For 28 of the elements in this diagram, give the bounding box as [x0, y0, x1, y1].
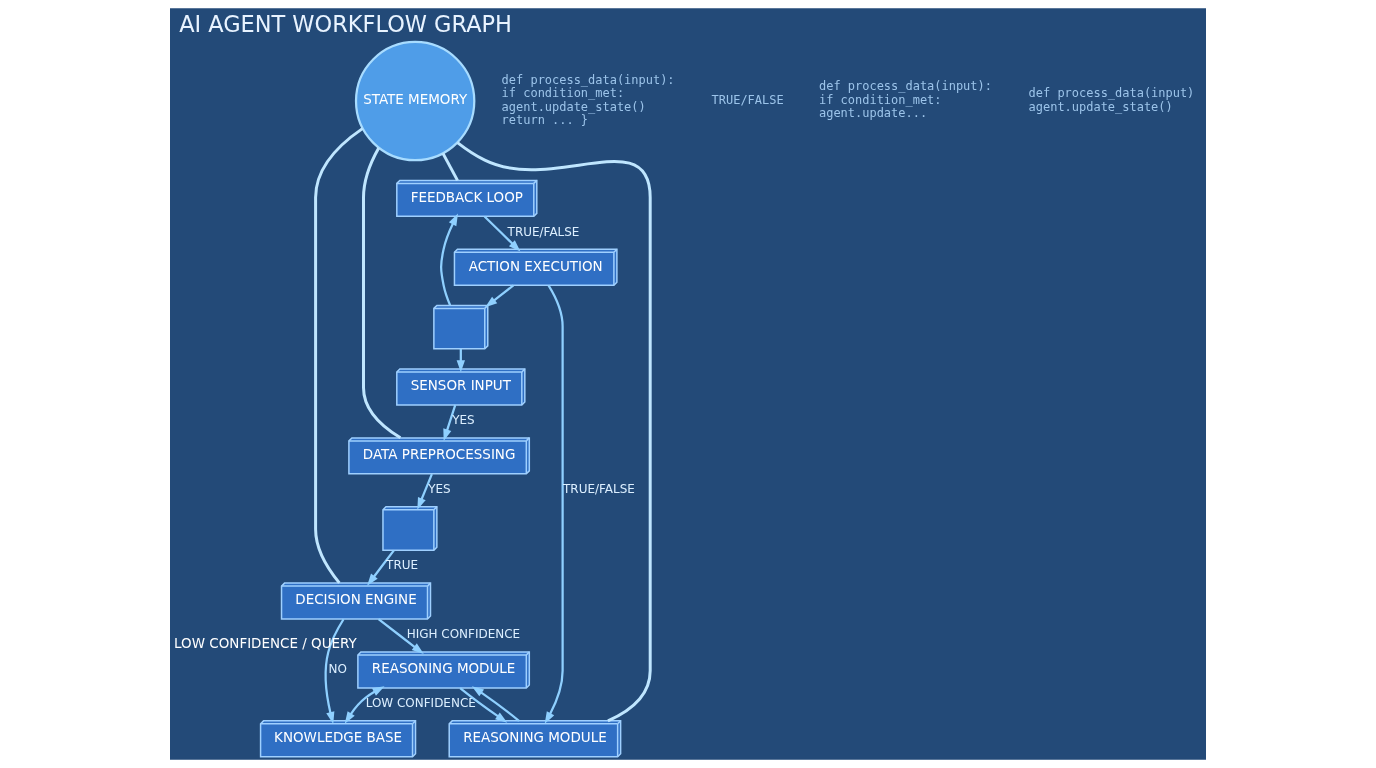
edge-label: YES: [452, 413, 475, 428]
edge-label: HIGH CONFIDENCE: [406, 627, 521, 642]
diagram-title: AI AGENT WORKFLOW GRAPH: [179, 11, 512, 38]
arrow: [544, 284, 564, 724]
edge-label: NO: [328, 661, 347, 676]
label: TRUE/FALSE: [711, 92, 784, 107]
arrow: [367, 549, 395, 586]
edge-label: TRUE: [386, 558, 419, 573]
label: def process_data(input) agent.update_state(): [1028, 86, 1195, 114]
connector: [441, 152, 459, 182]
edge-label: LOW CONFIDENCE: [365, 696, 476, 711]
arrow: [344, 686, 385, 724]
arrow: [483, 215, 521, 252]
arrow: [377, 618, 424, 654]
arrow: [459, 687, 508, 723]
arrow: [471, 686, 520, 722]
edge-label: TRUE/FALSE: [507, 224, 580, 239]
edge-label: YES: [428, 482, 451, 497]
arrow: [417, 473, 433, 510]
label: def process_data(input): if condition_met: agent.update_state() return ... }: [501, 72, 675, 128]
arrow: [440, 213, 458, 306]
connector: [314, 127, 364, 584]
arrow: [443, 404, 457, 442]
node-circle: STATE MEMORY: [354, 40, 476, 162]
label: def process_data(input): if condition_met: agent.update...: [819, 79, 992, 121]
arrow: [324, 618, 345, 724]
connector: [362, 147, 402, 440]
edge-label: TRUE/FALSE: [563, 482, 635, 497]
